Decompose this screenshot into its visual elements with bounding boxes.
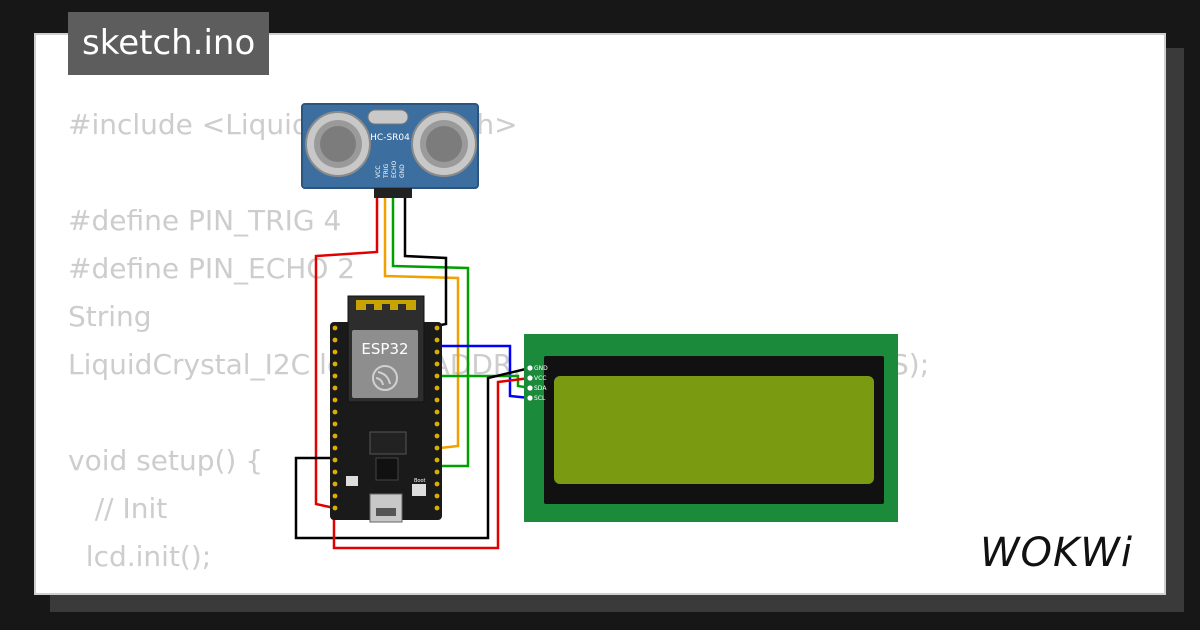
pin-header-left [332,325,338,511]
wokwi-logo-text: WOKWi [980,530,1133,576]
code-line: #define PIN_TRIG 4 [68,204,342,237]
esp32-board[interactable]: ESP32 Boot [330,295,442,523]
sensor-pin-gnd: GND [399,164,406,178]
wire-scl [436,344,531,400]
lcd-pin-gnd: GND [534,365,548,372]
lcd-display[interactable]: GND VCC SDA SCL [524,334,898,522]
board-label: ESP32 [361,340,408,358]
pin-header-right [434,325,440,511]
code-line: String [68,300,152,333]
espressif-logo-icon [372,365,398,391]
wire-gnd [403,198,448,328]
ultrasonic-sensor[interactable]: HC-SR04 VCC TRIG ECHO GND [301,103,479,198]
file-tab[interactable]: sketch.ino [68,12,270,75]
boot-label: Boot [414,478,426,484]
wire-trig [383,198,460,450]
code-line: lcd.init(); [68,540,212,573]
code-line: lcd.backlight(); [68,581,929,593]
sensor-pin-vcc: VCC [375,166,382,178]
code-line: void setup() { [68,444,264,477]
code-line: #define PIN_ECHO 2 [68,252,356,285]
lcd-pin-scl: SCL [534,395,546,402]
wokwi-logo[interactable]: WOKWi [976,524,1152,578]
sensor-label: HC-SR04 [370,133,410,143]
lcd-pins: GND VCC SDA SCL [527,365,548,402]
wire-vcc [314,198,379,510]
lcd-pin-sda: SDA [534,385,547,392]
wire-echo [391,198,470,468]
wire-lcd-gnd [294,366,531,540]
sensor-pin-echo: ECHO [391,161,398,178]
wire-sda [436,374,531,390]
code-line: // Init [68,492,168,525]
wire-lcd-vcc [332,376,531,550]
sensor-pin-trig: TRIG [383,163,390,179]
lcd-pin-vcc: VCC [534,375,546,382]
